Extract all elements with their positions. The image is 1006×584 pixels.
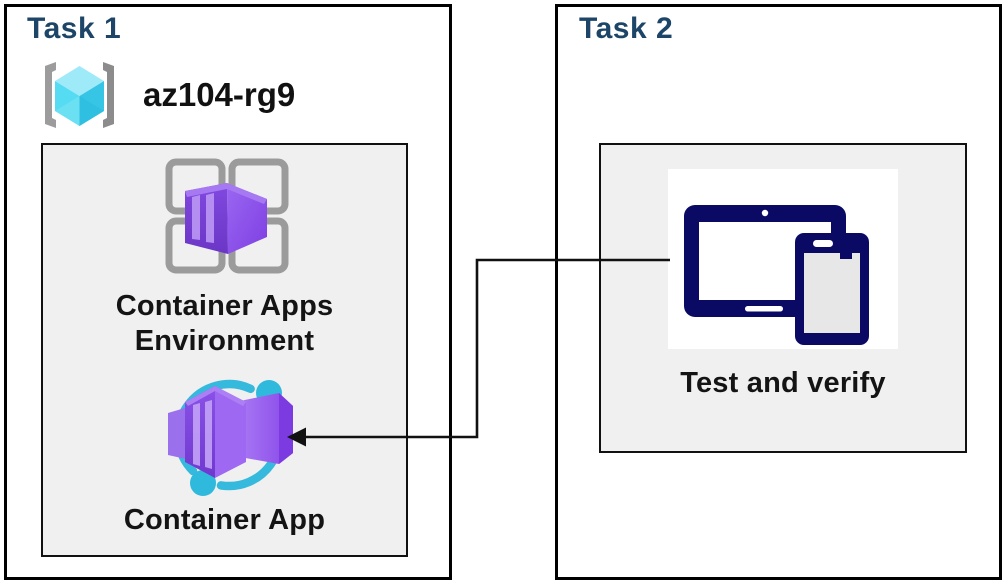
env-label-line2: Environment <box>134 325 315 357</box>
task1-title: Task 1 <box>27 12 122 45</box>
tablet-phone-devices-icon <box>684 205 869 345</box>
container-apps-environment-label: Container Apps Environment <box>41 289 408 359</box>
container-app-label: Container App <box>123 504 326 536</box>
test-and-verify-label: Test and verify <box>680 367 886 399</box>
env-label-line1: Container Apps <box>115 290 334 322</box>
container-apps-environment-icon <box>165 158 289 274</box>
container-app-icon <box>168 379 293 496</box>
resource-group-icon <box>45 62 114 128</box>
devices-icon-background <box>668 169 898 349</box>
resource-group: az104-rg9 <box>32 55 295 135</box>
task2-title: Task 2 <box>579 12 674 45</box>
resource-group-name: az104-rg9 <box>143 76 296 113</box>
